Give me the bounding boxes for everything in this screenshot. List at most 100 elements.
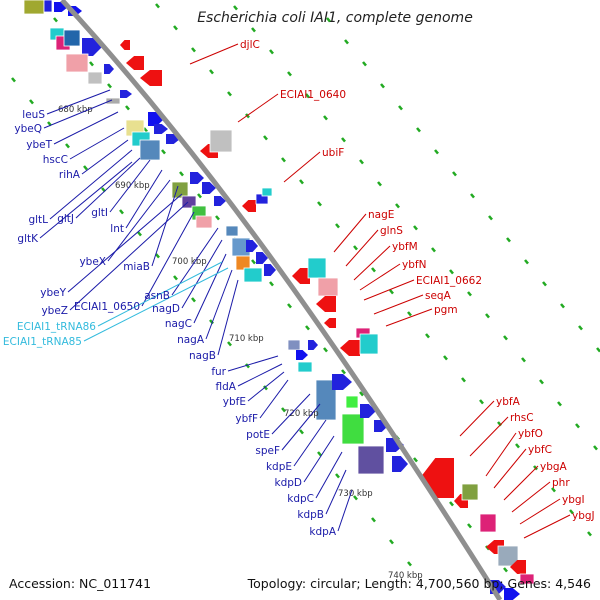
gene-label: ybgI xyxy=(562,494,585,506)
reverse-arrow xyxy=(324,318,336,328)
leader-line xyxy=(523,514,571,539)
tick-mark xyxy=(341,369,346,375)
tick-mark xyxy=(251,27,256,33)
leader-line xyxy=(83,267,229,342)
tick-mark xyxy=(281,407,286,413)
feature-block xyxy=(359,333,379,355)
feature-block xyxy=(63,29,81,47)
tick-mark xyxy=(467,291,472,297)
feature-block xyxy=(287,339,301,351)
leader-line xyxy=(469,416,509,457)
scale-label: 720 kbp xyxy=(284,409,319,419)
leader-line xyxy=(353,245,391,281)
feature-block xyxy=(87,71,103,85)
gene-label: gltI xyxy=(91,207,108,219)
tick-mark xyxy=(413,457,418,463)
tick-mark xyxy=(359,159,364,165)
leader-line xyxy=(281,403,321,451)
tick-mark xyxy=(173,25,178,31)
gene-label: ybeZ xyxy=(41,305,68,317)
accession-text: Accession: NC_011741 xyxy=(9,576,152,591)
tick-mark xyxy=(521,357,526,363)
tick-mark xyxy=(515,443,520,449)
tick-mark xyxy=(560,303,565,309)
scale-label: 690 kbp xyxy=(115,181,150,191)
gene-label: pgm xyxy=(434,304,458,316)
forward-arrow xyxy=(256,252,268,264)
gene-label: ybfA xyxy=(496,396,521,408)
reverse-arrow xyxy=(292,268,310,284)
leader-line xyxy=(485,432,517,477)
tick-mark xyxy=(524,259,529,265)
tick-mark xyxy=(155,3,160,9)
feature-block xyxy=(65,53,89,73)
tick-mark xyxy=(557,401,562,407)
tick-mark xyxy=(305,93,310,99)
leader-line xyxy=(373,294,424,315)
leader-line xyxy=(181,239,223,309)
gene-label: seqA xyxy=(425,290,452,302)
leader-line xyxy=(345,229,379,267)
forward-arrow xyxy=(332,374,352,390)
leader-line xyxy=(315,451,343,499)
tick-mark xyxy=(488,215,493,221)
gene-label: gltK xyxy=(17,233,39,245)
tick-mark xyxy=(263,135,268,141)
tick-mark xyxy=(173,275,178,281)
gene-label: leuS xyxy=(22,109,45,121)
tick-mark xyxy=(389,539,394,545)
feature-block xyxy=(479,513,497,533)
tick-mark xyxy=(341,137,346,143)
forward-arrow xyxy=(104,64,114,74)
leader-line xyxy=(259,379,289,419)
tick-mark xyxy=(443,355,448,361)
leader-line xyxy=(151,185,179,267)
tick-mark xyxy=(323,115,328,121)
leader-line xyxy=(67,193,183,293)
tick-mark xyxy=(317,451,322,457)
trna-label: ECIAI1_tRNA86 xyxy=(17,321,96,333)
gene-label: potE xyxy=(246,429,270,441)
leader-line xyxy=(125,169,163,229)
tick-mark xyxy=(83,165,88,171)
tick-mark xyxy=(299,429,304,435)
leader-line xyxy=(363,279,415,301)
label-leaders xyxy=(39,43,571,539)
gene-label: ybfO xyxy=(518,428,543,440)
tick-mark xyxy=(389,289,394,295)
leader-line xyxy=(81,139,129,175)
tick-mark xyxy=(197,193,202,199)
leader-line xyxy=(46,89,111,115)
feature-block xyxy=(225,225,239,237)
tick-mark xyxy=(569,509,574,515)
forward-arrow xyxy=(296,350,308,360)
leader-line xyxy=(141,211,195,307)
tick-mark xyxy=(449,269,454,275)
tick-mark xyxy=(209,69,214,75)
feature-block xyxy=(341,413,365,445)
tick-mark xyxy=(287,71,292,77)
tick-mark xyxy=(326,17,331,23)
tick-mark xyxy=(362,61,367,67)
gene-label: ECIAI1_0640 xyxy=(280,89,346,101)
tick-mark xyxy=(263,385,268,391)
gene-label: kdpE xyxy=(266,461,292,473)
tick-mark xyxy=(539,379,544,385)
feature-block xyxy=(195,215,213,229)
feature-block xyxy=(461,483,479,501)
tick-mark xyxy=(281,157,286,163)
feature-block xyxy=(43,0,53,13)
forward-arrow xyxy=(392,456,408,472)
tick-mark xyxy=(416,127,421,133)
feature-block xyxy=(171,181,189,199)
gene-label: nagD xyxy=(152,303,180,315)
genome-summary-text: Topology: circular; Length: 4,700,560 bp… xyxy=(247,576,591,591)
gene-label: fldA xyxy=(216,381,237,393)
tick-mark xyxy=(89,61,94,67)
tick-mark xyxy=(398,105,403,111)
tick-mark xyxy=(593,445,598,451)
backbone xyxy=(60,0,503,600)
tick-mark xyxy=(371,267,376,273)
